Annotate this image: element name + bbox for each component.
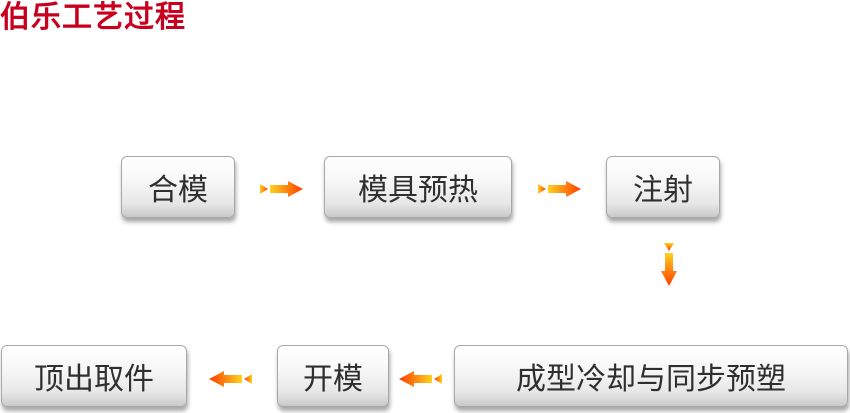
arrow-left-icon: [399, 371, 442, 387]
arrow-left-icon: [209, 371, 252, 387]
step-ejection: 顶出取件: [1, 345, 187, 407]
arrow-down-icon: [661, 243, 677, 286]
step-cooling-and-plasticizing: 成型冷却与同步预塑: [454, 345, 848, 407]
step-injection: 注射: [606, 156, 720, 218]
step-mold-preheating: 模具预热: [324, 156, 512, 218]
step-mold-opening: 开模: [277, 345, 389, 407]
arrow-right-icon: [538, 181, 581, 197]
arrow-right-icon: [260, 181, 303, 197]
step-mold-closing: 合模: [121, 156, 235, 218]
page-title: 伯乐工艺过程: [0, 0, 186, 35]
